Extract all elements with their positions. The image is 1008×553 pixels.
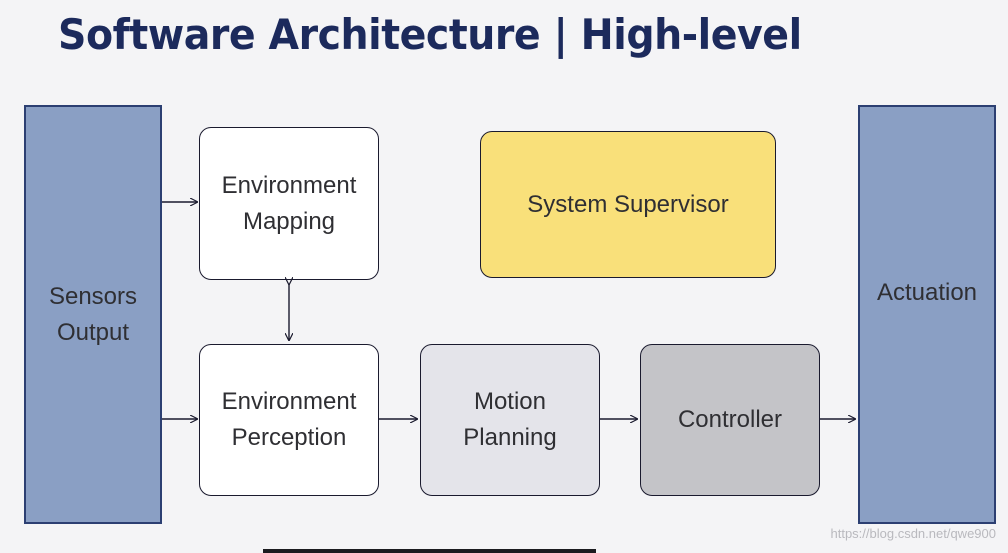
system-supervisor-box: System Supervisor bbox=[480, 131, 776, 278]
controller-box: Controller bbox=[640, 344, 820, 496]
controller-label: Controller bbox=[677, 406, 783, 433]
sensors-output-label: Sensors Output bbox=[48, 282, 138, 346]
environment-mapping-label: Environment Mapping bbox=[221, 171, 357, 235]
motion-planning-box: Motion Planning bbox=[420, 344, 600, 496]
environment-mapping-box: Environment Mapping bbox=[199, 127, 379, 280]
actuation-label: Actuation bbox=[876, 279, 978, 306]
system-supervisor-label: System Supervisor bbox=[527, 190, 729, 218]
environment-perception-label: Environment Perception bbox=[221, 388, 357, 451]
slide-corner-decoration bbox=[0, 0, 18, 19]
actuation-block: Actuation bbox=[858, 105, 996, 524]
sensors-output-block: Sensors Output bbox=[24, 105, 162, 524]
motion-planning-label: Motion Planning bbox=[463, 388, 557, 451]
bottom-edge-bar bbox=[263, 549, 596, 553]
slide-title: Software Architecture | High-level bbox=[58, 10, 802, 59]
environment-perception-box: Environment Perception bbox=[199, 344, 379, 496]
watermark-url: https://blog.csdn.net/qwe900 bbox=[830, 526, 996, 541]
